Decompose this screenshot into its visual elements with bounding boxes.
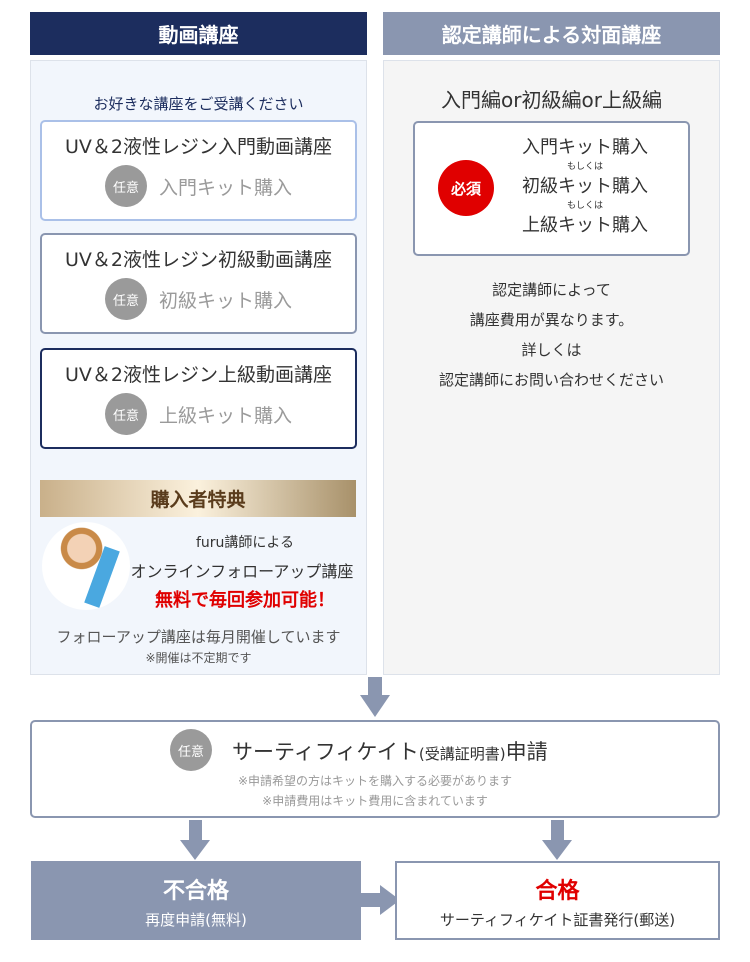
course-card-beginner[interactable]: UV＆2液性レジン入門動画講座 任意入門キット購入 xyxy=(40,120,357,221)
video-course-header: 動画講座 xyxy=(30,12,367,55)
desc-line: 講座費用が異なります。 xyxy=(469,311,634,329)
in-person-description: 認定講師によって 講座費用が異なります。 詳しくは 認定講師にお問い合わせくださ… xyxy=(383,275,720,395)
arrow-down-icon xyxy=(542,840,572,860)
course-card-advanced[interactable]: UV＆2液性レジン上級動画講座 任意上級キット購入 xyxy=(40,348,357,449)
desc-line: 認定講師によって xyxy=(492,281,611,299)
bonus-subnote: ※開催は不定期です xyxy=(145,651,252,665)
arrow-down-icon xyxy=(368,677,382,695)
bonus-note: フォローアップ講座は毎月開催しています xyxy=(56,628,341,646)
fail-box: 不合格 再度申請(無料) xyxy=(31,861,361,940)
fail-title: 不合格 xyxy=(162,879,229,904)
bonus-line2: オンラインフォローアップ講座 xyxy=(130,562,354,581)
or-label: もしくは xyxy=(566,162,603,172)
in-person-course-header: 認定講師による対面講座 xyxy=(383,12,720,55)
certificate-note: ※申請費用はキット費用に含まれています xyxy=(262,794,488,808)
bonus-line3: 無料で毎回参加可能！ xyxy=(155,590,335,611)
kit-option: 初級キット購入 xyxy=(522,176,648,197)
course-card-elementary[interactable]: UV＆2液性レジン初級動画講座 任意初級キット購入 xyxy=(40,233,357,334)
or-label: もしくは xyxy=(566,201,603,211)
course-title: UV＆2液性レジン初級動画講座 xyxy=(65,249,332,271)
in-person-title: 入門編or初級編or上級編 xyxy=(441,88,662,112)
arrow-down-icon xyxy=(180,840,210,860)
optional-badge: 任意 xyxy=(104,393,147,435)
bonus-line1: furu講師による xyxy=(195,535,294,551)
kit-label: 初級キット購入 xyxy=(158,289,292,312)
arrow-down-icon xyxy=(189,820,202,840)
kit-required-box: 必須 入門キット購入 もしくは 初級キット購入 もしくは 上級キット購入 xyxy=(413,121,690,256)
optional-badge: 任意 xyxy=(104,278,147,320)
required-badge: 必須 xyxy=(438,160,494,216)
desc-line: 詳しくは xyxy=(521,341,582,359)
kit-label: 上級キット購入 xyxy=(158,404,292,427)
arrow-right-icon xyxy=(361,893,381,907)
pass-title: 合格 xyxy=(535,879,580,904)
bonus-banner: 購入者特典 xyxy=(40,480,356,517)
optional-badge: 任意 xyxy=(104,165,147,207)
course-title: UV＆2液性レジン上級動画講座 xyxy=(65,364,332,386)
intro-text: お好きな講座をご受講ください xyxy=(93,95,304,113)
fail-subtitle: 再度申請(無料) xyxy=(145,911,247,929)
kit-label: 入門キット購入 xyxy=(158,176,292,199)
arrow-down-icon xyxy=(360,695,390,717)
pass-box: 合格 サーティフィケイト証書発行(郵送) xyxy=(395,861,720,940)
arrow-down-icon xyxy=(551,820,564,840)
certificate-application-box: 任意 サーティフィケイト(受講証明書)申請 ※申請希望の方はキットを購入する必要… xyxy=(30,720,720,818)
kit-option: 入門キット購入 xyxy=(522,137,648,158)
certificate-note: ※申請希望の方はキットを購入する必要があります xyxy=(237,774,513,788)
instructor-photo xyxy=(42,522,130,610)
certificate-title: サーティフィケイト(受講証明書)申請 xyxy=(232,740,548,764)
kit-option: 上級キット購入 xyxy=(522,215,648,236)
optional-badge: 任意 xyxy=(170,729,212,771)
pass-subtitle: サーティフィケイト証書発行(郵送) xyxy=(439,911,676,929)
desc-line: 認定講師にお問い合わせください xyxy=(438,371,664,389)
course-title: UV＆2液性レジン入門動画講座 xyxy=(65,136,332,158)
